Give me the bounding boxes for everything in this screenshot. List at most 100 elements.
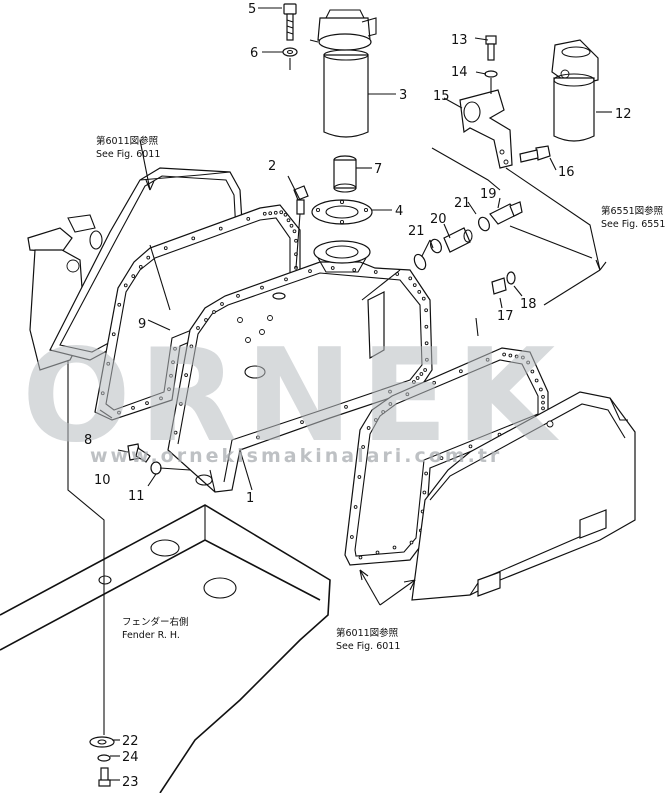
watermark: ORNEK www.ornekismakinalari.com.tr — [22, 322, 555, 471]
part-label-5: 5 — [248, 2, 256, 17]
tank-bolt-hole — [424, 308, 428, 313]
part-label-12: 12 — [615, 107, 632, 122]
tank-bolt-hole — [284, 277, 288, 282]
adapter-ring — [413, 253, 427, 271]
washer-6 — [282, 47, 298, 57]
gasket-bolt-hole — [279, 210, 284, 215]
part-label-24: 24 — [122, 750, 139, 765]
gasket-bolt-hole — [167, 387, 171, 392]
gasket-bolt-hole — [375, 550, 380, 555]
ref-fig6551-en: See Fig. 6551 — [601, 219, 665, 230]
gasket-bolt-hole — [131, 274, 136, 278]
part-label-15: 15 — [433, 89, 450, 104]
bolt-10 — [127, 443, 151, 463]
washer-2 — [272, 292, 286, 300]
part-label-10: 10 — [94, 473, 111, 488]
gasket-bolt-hole — [485, 357, 490, 362]
tank-bolt-hole — [424, 324, 429, 329]
gasket-bolt-hole — [131, 406, 135, 410]
tank-bolt-hole — [373, 270, 378, 274]
part-label-17: 17 — [497, 309, 514, 324]
gasket-bolt-hole — [541, 400, 545, 405]
gasket-bolt-hole — [218, 226, 223, 231]
gasket-bolt-hole — [422, 490, 427, 495]
gasket-bolt-hole — [366, 426, 371, 430]
gasket-bolt-hole — [292, 229, 297, 234]
part-label-18: 18 — [520, 297, 537, 312]
part-label-20: 20 — [430, 212, 447, 227]
watermark-url: www.ornekismakinalari.com.tr — [90, 445, 502, 467]
assembly-lines — [67, 147, 601, 735]
ref-fender-jp: フェンダー右側 — [122, 616, 189, 628]
tank-bolt-hole — [424, 341, 429, 346]
gasket-bolt-hole — [100, 391, 105, 396]
gasket-bolt-hole — [388, 402, 393, 406]
part-label-13: 13 — [451, 33, 468, 48]
part-label-21-upper: 21 — [454, 196, 471, 211]
gasket-bolt-hole — [171, 360, 175, 365]
gasket-bolt-hole — [502, 352, 506, 357]
gasket-bolt-hole — [424, 471, 428, 476]
gasket-bolt-hole — [508, 353, 513, 358]
gasket-bolt-hole — [468, 444, 473, 449]
tank-bolt-hole — [352, 268, 357, 272]
gasket-bolt-hole — [541, 395, 545, 399]
part-number-labels: 5 6 3 2 7 4 13 14 15 12 16 19 21 20 21 1… — [84, 2, 632, 790]
part-label-4: 4 — [395, 204, 403, 219]
gasket-bolt-hole — [117, 410, 121, 415]
tank-bolt-hole — [184, 373, 188, 377]
tank-bolt-hole — [196, 326, 200, 330]
gasket-bolt-hole — [191, 236, 196, 241]
tank-bolt-hole — [412, 283, 417, 287]
reference-notes: 第6011図参照 See Fig. 6011 第6551図参照 See Fig.… — [96, 135, 665, 652]
washer-14 — [484, 70, 498, 78]
tank-bolt-hole — [421, 296, 426, 301]
tank-bolt-hole — [300, 420, 304, 424]
gasket-bolt-hole — [106, 361, 111, 366]
gasket-bolt-hole — [357, 475, 362, 479]
gasket-bolt-hole — [439, 456, 444, 460]
tank-bolt-hole — [388, 389, 392, 394]
ref-fig6011-top-jp: 第6011図参照 — [96, 135, 159, 147]
part-label-14: 14 — [451, 65, 468, 80]
gasket-bolt-hole — [405, 392, 410, 397]
tank-bolt-hole — [179, 402, 183, 406]
gasket-bolt-hole — [169, 373, 173, 378]
washer-24 — [97, 754, 111, 762]
part-label-3: 3 — [399, 88, 407, 103]
gasket-bolt-hole — [286, 218, 291, 223]
tank-bolt-hole — [425, 357, 429, 362]
gasket-bolt-hole — [361, 445, 365, 449]
part-label-23: 23 — [122, 775, 139, 790]
tank-bolt-hole — [344, 405, 348, 409]
washer-18 — [506, 271, 516, 285]
gasket-bolt-hole — [374, 418, 378, 422]
gasket-bolt-hole — [530, 369, 535, 374]
fitting-19 — [489, 201, 523, 225]
part-label-2: 2 — [268, 159, 276, 174]
gasket-bolt-hole — [514, 354, 519, 359]
tank-1-bolt-holes — [173, 266, 429, 440]
tank-bolt-hole — [260, 285, 264, 290]
tank-body-1 — [167, 261, 433, 493]
tank-bolt-hole — [330, 266, 335, 270]
gasket-bolt-hole — [432, 380, 436, 385]
gasket-bolt-hole — [246, 217, 251, 221]
reference-arrows — [145, 179, 607, 591]
o-ring-21-lower — [429, 238, 443, 254]
filter-housing-3 — [309, 9, 377, 138]
gasket-bolt-hole — [459, 369, 463, 374]
gasket-bolt-hole — [358, 555, 363, 560]
tank-bolt-hole — [173, 430, 178, 435]
bolt-5 — [283, 3, 297, 41]
part-label-16: 16 — [558, 165, 575, 180]
gasket-bolt-hole — [117, 302, 122, 307]
gasket-bolt-hole — [283, 212, 288, 217]
tank-port-ring — [313, 240, 371, 273]
gasket-bolt-hole — [173, 346, 177, 351]
tank-bolt-hole — [189, 344, 194, 349]
part-label-19: 19 — [480, 187, 497, 202]
tank-bolt-hole — [204, 318, 208, 322]
gasket-bolt-hole — [539, 387, 543, 392]
